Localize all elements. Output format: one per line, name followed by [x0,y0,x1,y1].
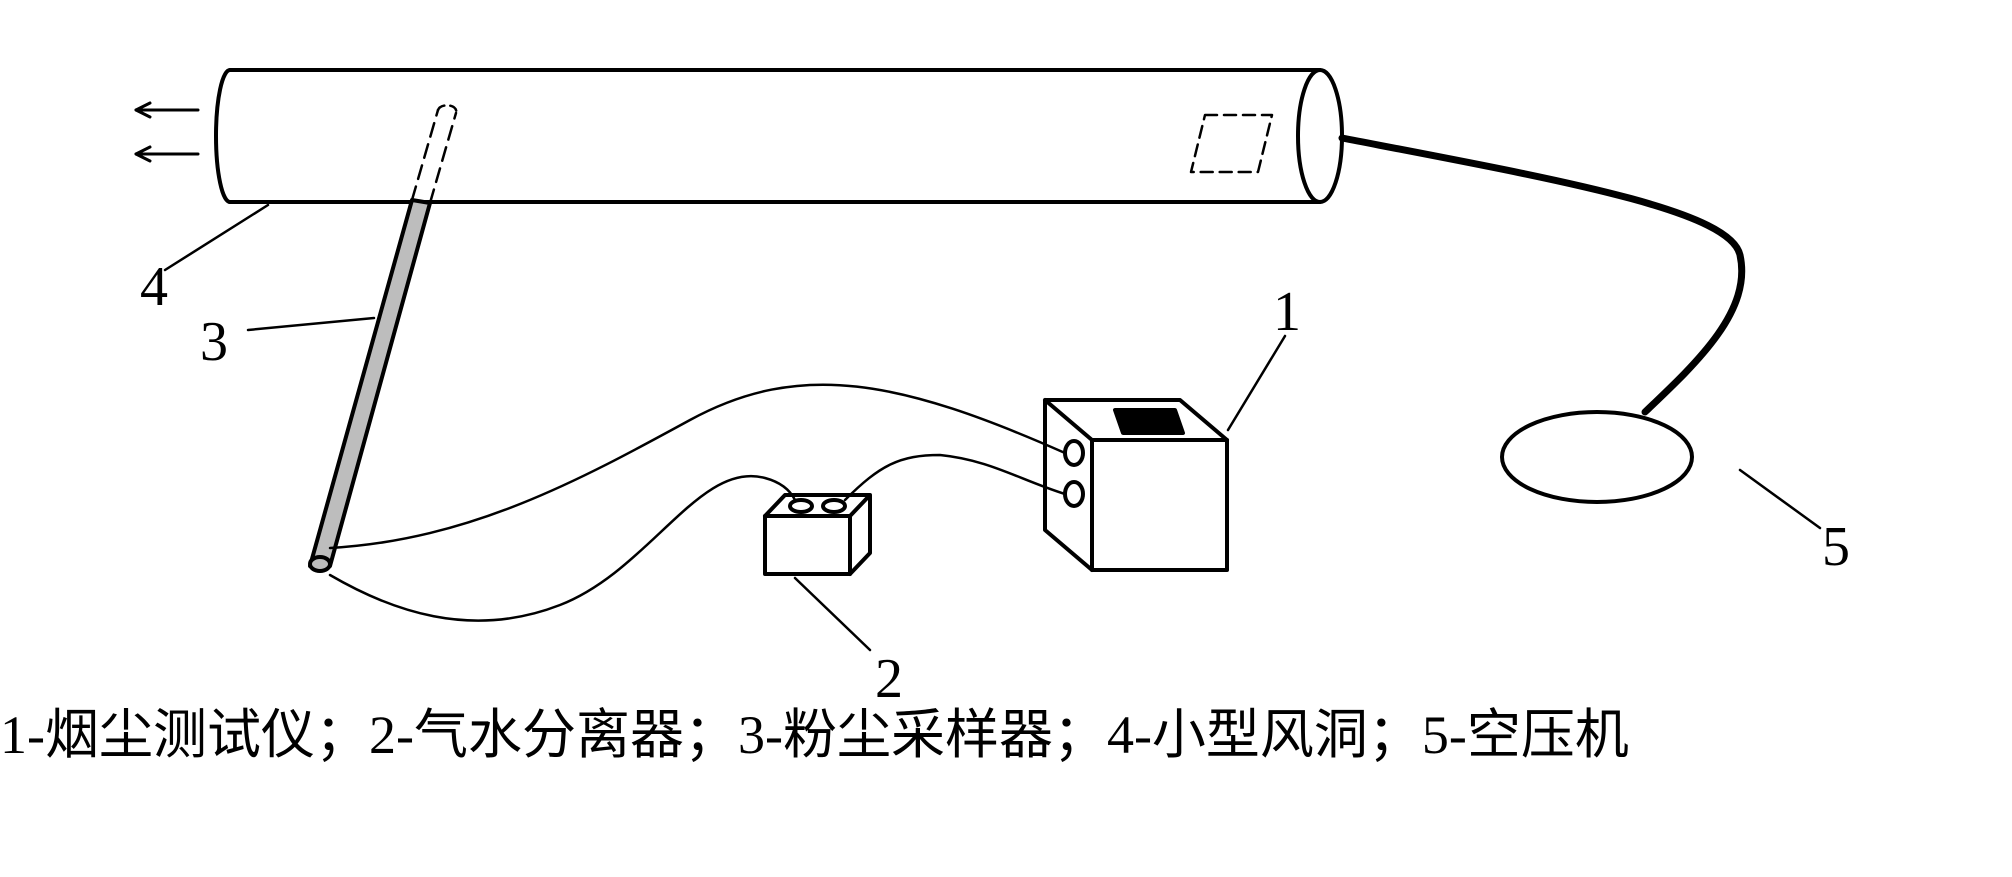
label-compressor: 5 [1822,516,1850,578]
air-hose [1338,134,1746,416]
display-screen [1113,408,1185,435]
gas-water-separator [763,493,872,576]
leader-lines [163,203,1822,652]
dust-sampler-probe [308,104,458,573]
label-tunnel: 4 [140,256,168,318]
figure-caption: 1-烟尘测试仪；2-气水分离器；3-粉尘采样器；4-小型风洞；5-空压机 [0,705,1629,765]
port-upper [1063,439,1085,467]
label-sampler: 3 [200,311,228,373]
airflow-arrows [134,101,200,163]
label-separator: 2 [875,648,903,710]
port-lower [1063,480,1085,508]
dust-tester [1043,398,1229,572]
wind-tunnel [214,68,1344,204]
connecting-tubes [328,383,1067,622]
air-compressor [1500,410,1694,504]
tunnel-window-outline [1189,113,1274,174]
label-meter: 1 [1273,281,1301,343]
